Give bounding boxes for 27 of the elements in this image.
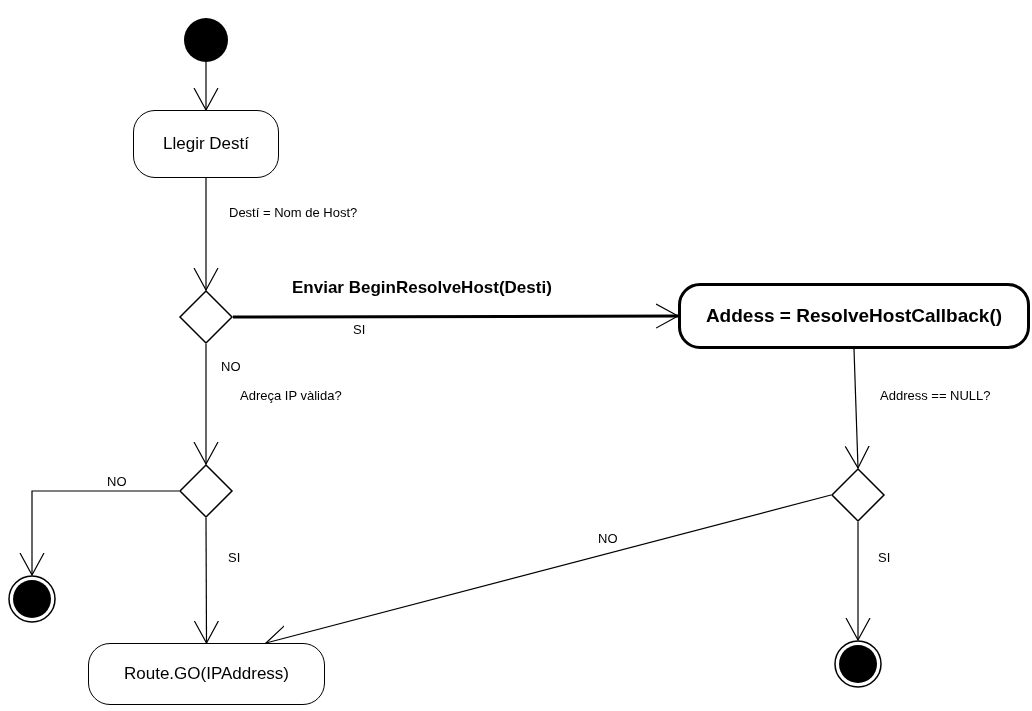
- action-box: Addess = ResolveHostCallback(): [678, 283, 1030, 349]
- arrow: [193, 61, 219, 111]
- guard-label: SI: [353, 322, 366, 337]
- arrow: [844, 348, 870, 469]
- edge-label: SI: [878, 550, 891, 565]
- edge-label: SI: [228, 550, 241, 565]
- edge-label: Address == NULL?: [880, 388, 991, 403]
- arrow: [193, 517, 219, 644]
- guard-label: NO: [221, 359, 241, 374]
- decision-diamond: [179, 464, 233, 518]
- decision-diamond: [831, 468, 885, 522]
- action-box: Llegir Destí: [133, 110, 279, 178]
- decision-diamond: [179, 290, 233, 344]
- edge-label: NO: [107, 474, 127, 489]
- arrow: [193, 343, 219, 465]
- final-node: [834, 640, 882, 688]
- initial-node: [184, 18, 228, 62]
- edge-label: Enviar BeginResolveHost(Desti): [292, 278, 552, 298]
- arrow: [845, 521, 871, 641]
- final-node: [8, 575, 56, 623]
- arrow: [193, 177, 219, 291]
- arrow: [19, 490, 180, 576]
- edge-label: Adreça IP vàlida?: [240, 388, 342, 403]
- edge-label: NO: [598, 531, 618, 546]
- action-box: Route.GO(IPAddress): [88, 643, 325, 705]
- arrow: [233, 303, 679, 329]
- edge-label: Destí = Nom de Host?: [229, 205, 358, 220]
